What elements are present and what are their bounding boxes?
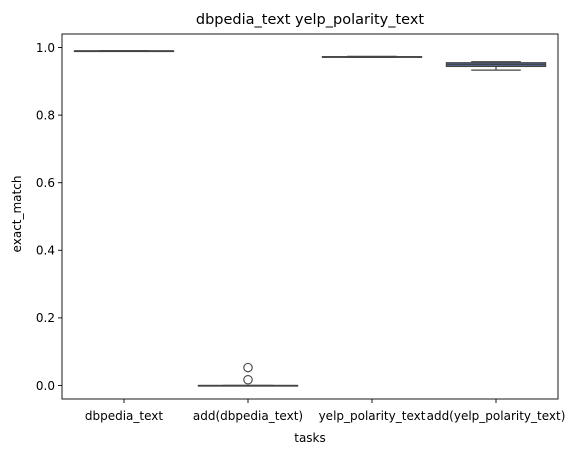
chart-title: dbpedia_text yelp_polarity_text [196, 12, 425, 28]
x-tick-label-2: yelp_polarity_text [319, 409, 426, 423]
x-tick-label-0: dbpedia_text [85, 409, 164, 423]
x-axis-label: tasks [294, 431, 326, 445]
y-tick-label-4: 0.8 [36, 108, 55, 122]
y-tick-label-5: 1.0 [36, 41, 55, 55]
outlier-point-1-0 [243, 374, 253, 385]
y-tick-label-2: 0.4 [36, 244, 55, 258]
y-tick-label-3: 0.6 [36, 176, 55, 190]
y-tick-label-0: 0.0 [36, 379, 55, 393]
x-tick-label-1: add(dbpedia_text) [193, 409, 303, 423]
x-tick-label-3: add(yelp_polarity_text) [427, 409, 566, 423]
outlier-point-1-1 [243, 362, 253, 373]
y-tick-label-1: 0.2 [36, 311, 55, 325]
plot-frame [61, 33, 559, 400]
plot-area: 0.0 0.2 0.4 0.6 0.8 1.0 dbpedia_text add(dbpedi… [36, 33, 566, 423]
y-axis-label: exact_match [10, 176, 24, 253]
